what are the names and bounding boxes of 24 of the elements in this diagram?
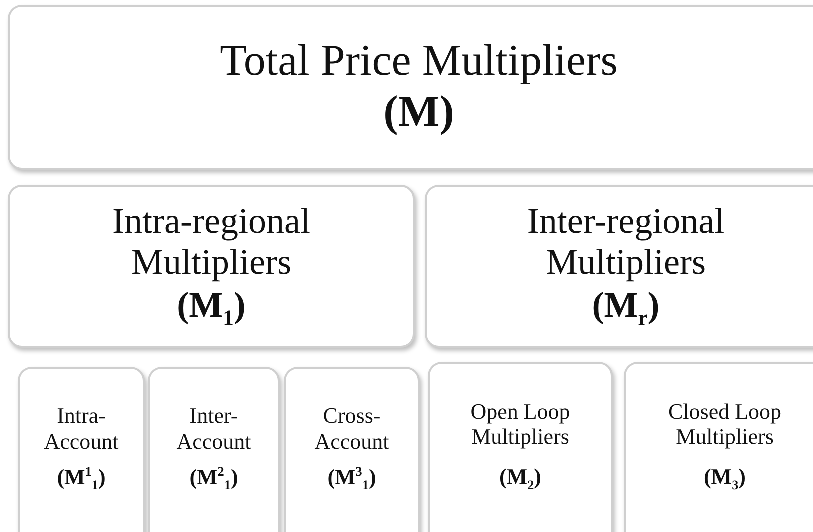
box-title: Inter-Account bbox=[176, 403, 252, 454]
box-title: Intra-regional Multipliers bbox=[112, 201, 312, 284]
symbol-label: (M$^{2}$$_{1}$) bbox=[190, 464, 238, 494]
category-box bbox=[284, 367, 420, 532]
box-title: Cross-Account bbox=[314, 403, 390, 454]
category-box bbox=[8, 5, 813, 170]
symbol-label: (M$^{3}$$_{1}$) bbox=[328, 464, 376, 494]
symbol-label: (M$^{1}$$_{1}$) bbox=[57, 464, 106, 494]
symbol-label: (M) bbox=[384, 86, 454, 138]
box-title: Closed Loop Multipliers bbox=[667, 399, 783, 450]
box-title: Inter-regional Multipliers bbox=[526, 201, 726, 284]
category-box bbox=[8, 185, 415, 348]
box-title: Intra-Account bbox=[43, 403, 120, 454]
symbol-label: (M$_{2}$) bbox=[499, 464, 542, 493]
category-box bbox=[148, 367, 280, 532]
category-box bbox=[624, 362, 813, 532]
symbol-label: (M$_{r}$) bbox=[592, 284, 660, 332]
symbol-label: (M$_{3}$) bbox=[704, 464, 746, 493]
symbol-label: (M$_{1}$) bbox=[177, 284, 246, 332]
box-title: Total Price Multipliers bbox=[220, 36, 618, 86]
box-title: Open Loop Multipliers bbox=[470, 399, 572, 450]
category-box bbox=[18, 367, 145, 532]
category-box bbox=[425, 185, 813, 348]
category-box bbox=[428, 362, 613, 532]
